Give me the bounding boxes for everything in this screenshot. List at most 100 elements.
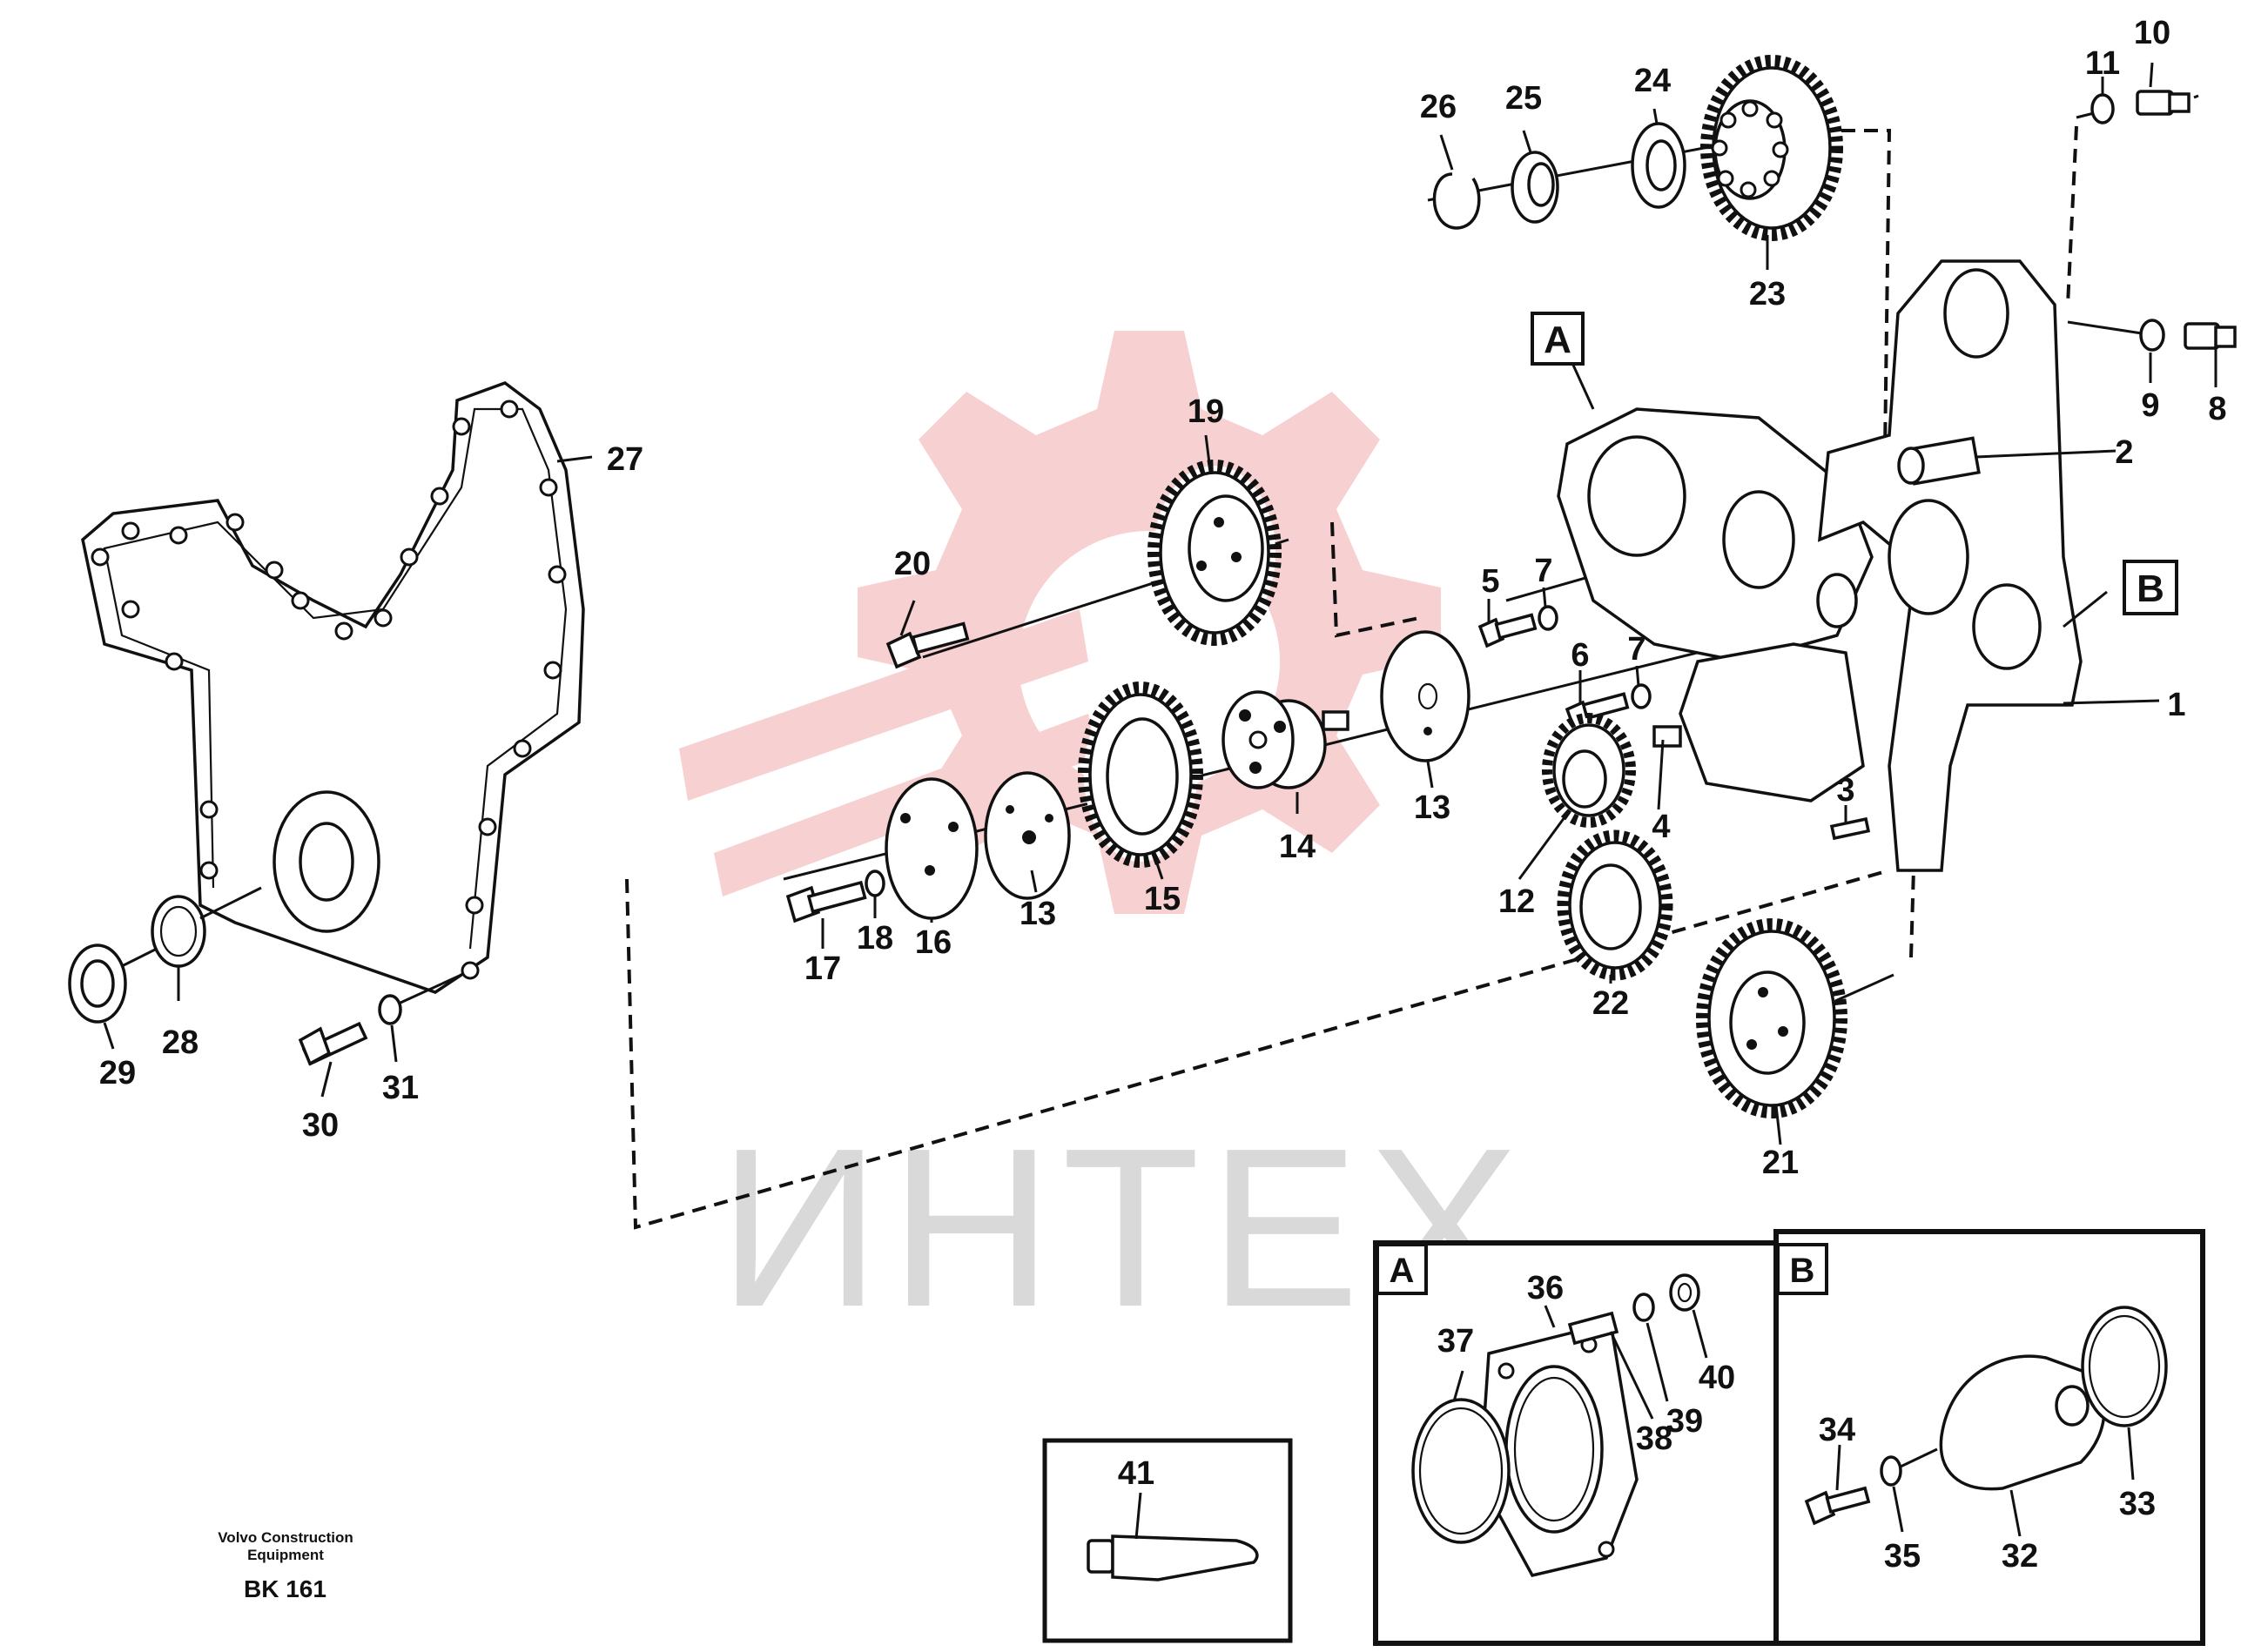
washer-31 <box>378 994 402 1025</box>
callout-26: 26 <box>1420 89 1457 125</box>
callout-30: 30 <box>302 1107 339 1144</box>
callout-1: 1 <box>2167 687 2185 723</box>
callout-7-upper: 7 <box>1534 553 1552 589</box>
callout-5: 5 <box>1481 563 1499 600</box>
gear-23 <box>1700 55 1843 241</box>
callout-22: 22 <box>1592 985 1629 1022</box>
sealant-tube <box>1087 1534 1259 1581</box>
gear-21 <box>1696 918 1847 1118</box>
callout-11: 11 <box>2085 45 2120 82</box>
inset-b: B 34 35 32 33 <box>1773 1229 2205 1646</box>
callout-35: 35 <box>1884 1538 1921 1575</box>
callout-37: 37 <box>1437 1323 1474 1360</box>
gear-22 <box>1557 829 1673 981</box>
pin-3 <box>1829 816 1871 841</box>
callout-33: 33 <box>2119 1486 2156 1522</box>
washer-18 <box>865 870 885 897</box>
bolt-30 <box>298 1021 368 1066</box>
pin-38 <box>1567 1311 1619 1346</box>
washer-7-upper <box>1538 605 1558 631</box>
bolt-17 <box>785 880 867 923</box>
washer-39 <box>1632 1293 1655 1322</box>
callout-12: 12 <box>1498 883 1535 920</box>
assembly-line-gear19 <box>1330 521 1420 638</box>
callout-6: 6 <box>1571 637 1589 674</box>
callout-15: 15 <box>1144 881 1181 917</box>
callout-23: 23 <box>1749 276 1786 312</box>
leader-lines <box>103 62 2217 1145</box>
callout-32: 32 <box>2002 1538 2038 1575</box>
callout-28: 28 <box>162 1024 199 1061</box>
inset-a: A 36 37 38 39 40 <box>1373 1240 1779 1646</box>
o-ring-33 <box>2081 1306 2168 1427</box>
svg-text:A: A <box>1544 319 1571 361</box>
nut-40 <box>1669 1273 1700 1312</box>
callout-7-lower: 7 <box>1627 631 1645 668</box>
screw-8 <box>2184 322 2237 350</box>
washer-9 <box>2139 319 2165 352</box>
callout-31: 31 <box>382 1070 419 1106</box>
gear-15 <box>1078 682 1203 868</box>
bolt-20 <box>885 621 970 669</box>
timing-gear-housing <box>1557 407 1874 802</box>
callout-21: 21 <box>1762 1145 1799 1181</box>
brand-line-1: Volvo Construction <box>218 1529 353 1546</box>
hub-14 <box>1221 690 1349 789</box>
plate-16 <box>885 777 979 920</box>
inset-b-letter: B <box>1790 1252 1815 1290</box>
callout-39: 39 <box>1666 1403 1703 1440</box>
washer-7-lower <box>1631 683 1652 709</box>
callout-8: 8 <box>2208 391 2226 427</box>
o-ring-37 <box>1411 1398 1511 1544</box>
callout-40: 40 <box>1699 1360 1735 1396</box>
assembly-line-bolt10 <box>2066 125 2078 306</box>
timing-cover-bolt-holes <box>91 400 567 980</box>
callout-labels: 1 2 3 4 5 6 7 7 8 9 10 11 12 13 13 14 15… <box>99 15 2227 1181</box>
callout-41: 41 <box>1118 1455 1154 1492</box>
callout-3: 3 <box>1836 772 1854 809</box>
callout-38: 38 <box>1636 1420 1672 1457</box>
callout-4: 4 <box>1652 809 1670 845</box>
callout-27: 27 <box>607 441 643 478</box>
assembly-line-top <box>1841 129 1892 453</box>
washer-11 <box>2090 93 2115 124</box>
callout-34: 34 <box>1819 1412 1855 1448</box>
callout-20: 20 <box>894 546 931 582</box>
callout-24: 24 <box>1634 63 1671 99</box>
callout-19: 19 <box>1188 393 1224 430</box>
circlip-26 <box>1432 172 1481 230</box>
nut-25 <box>1511 151 1559 224</box>
footer: Volvo Construction Equipment BK 161 <box>218 1529 353 1602</box>
bolt-5 <box>1477 613 1538 648</box>
callout-18: 18 <box>857 920 893 957</box>
sleeve-2 <box>1897 436 1981 486</box>
inset-41: 41 <box>1042 1438 1293 1643</box>
bolt-34 <box>1804 1486 1871 1526</box>
pin-4 <box>1652 725 1682 748</box>
front-seal-28 <box>151 895 206 968</box>
seal-24 <box>1631 122 1686 209</box>
washer-35 <box>1880 1455 1902 1487</box>
callout-29: 29 <box>99 1055 136 1091</box>
brand-line-2: Equipment <box>247 1547 324 1563</box>
top-axis <box>1427 138 1751 202</box>
gear-12 <box>1542 713 1636 828</box>
callout-13-right: 13 <box>1414 789 1450 826</box>
callout-14: 14 <box>1279 829 1316 865</box>
callout-36: 36 <box>1527 1270 1564 1306</box>
callout-17: 17 <box>804 950 841 987</box>
callout-13-left: 13 <box>1020 896 1056 932</box>
callout-25: 25 <box>1505 80 1542 117</box>
callout-box-b: B <box>2123 560 2178 615</box>
svg-text:B: B <box>2137 567 2164 610</box>
callout-9: 9 <box>2141 387 2159 424</box>
thrust-plate-13-right <box>1380 630 1470 762</box>
timing-cover <box>81 381 585 994</box>
inset-a-letter: A <box>1390 1252 1415 1290</box>
screw-10 <box>2136 90 2191 116</box>
callout-2: 2 <box>2115 434 2133 471</box>
front-seal-29 <box>68 944 127 1024</box>
rear-plate <box>1816 259 2083 872</box>
gear-19 <box>1147 460 1282 646</box>
